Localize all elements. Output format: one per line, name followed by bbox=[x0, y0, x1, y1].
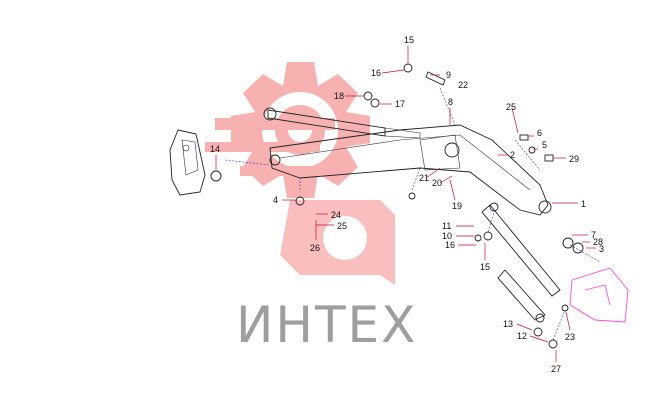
callout-15-bottom: 15 bbox=[480, 262, 490, 272]
callout-29: 29 bbox=[569, 154, 579, 164]
callout-18: 18 bbox=[334, 91, 344, 101]
callout-13: 13 bbox=[503, 319, 513, 329]
callout-22: 22 bbox=[458, 80, 468, 90]
callout-3: 3 bbox=[599, 244, 604, 254]
callout-21: 21 bbox=[419, 173, 429, 183]
callout-15-top: 15 bbox=[404, 35, 414, 45]
arm-cylinder bbox=[481, 202, 561, 323]
leader-lines bbox=[215, 46, 596, 362]
callout-8: 8 bbox=[448, 97, 453, 107]
callout-labels: 15 16 9 22 18 17 8 25 6 5 29 14 2 21 20 … bbox=[210, 35, 604, 374]
callout-27: 27 bbox=[551, 364, 561, 374]
callout-10: 10 bbox=[442, 231, 452, 241]
callout-9: 9 bbox=[446, 70, 451, 80]
cab-bracket bbox=[169, 129, 206, 196]
assembly-lines bbox=[224, 87, 601, 341]
boom-cylinder-upper bbox=[263, 107, 421, 139]
callout-23: 23 bbox=[565, 332, 575, 342]
callout-19: 19 bbox=[452, 201, 462, 211]
callout-24: 24 bbox=[331, 210, 341, 220]
callout-17: 17 bbox=[395, 99, 405, 109]
callout-16-top: 16 bbox=[371, 68, 381, 78]
callout-7: 7 bbox=[591, 230, 596, 240]
callout-25-top: 25 bbox=[506, 102, 516, 112]
callout-4: 4 bbox=[273, 195, 278, 205]
callout-1: 1 bbox=[581, 199, 586, 209]
callout-11: 11 bbox=[442, 221, 451, 231]
callout-6: 6 bbox=[537, 128, 542, 138]
bucket-link bbox=[569, 267, 629, 323]
callout-28: 28 bbox=[593, 237, 603, 247]
watermark-gear-logo bbox=[205, 62, 395, 285]
watermark-text: ИНТЕХ bbox=[236, 296, 417, 354]
callout-12: 12 bbox=[517, 331, 527, 341]
callout-14: 14 bbox=[210, 144, 220, 154]
callout-2: 2 bbox=[510, 150, 515, 160]
callout-26: 26 bbox=[310, 243, 320, 253]
callout-16-bottom: 16 bbox=[445, 240, 455, 250]
callout-5: 5 bbox=[542, 140, 547, 150]
callout-20: 20 bbox=[432, 178, 442, 188]
callout-25-mid: 25 bbox=[337, 221, 347, 231]
